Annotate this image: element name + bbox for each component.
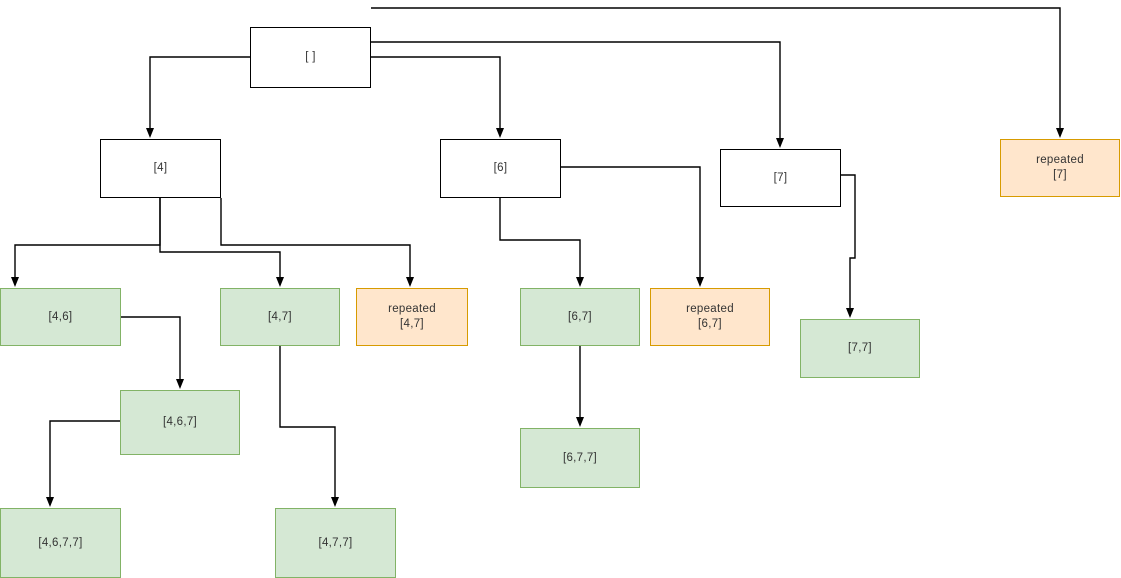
node-rep7[interactable]: repeated [7] (1000, 139, 1120, 197)
edge-n6-to-rep67 (561, 166, 704, 287)
edge-n6-to-n67 (499, 198, 584, 287)
node-n7[interactable]: [7] (720, 149, 841, 207)
node-label-rep7: repeated [7] (1036, 154, 1084, 181)
node-n467[interactable]: [4,6,7] (120, 390, 240, 455)
node-n4[interactable]: [4] (100, 139, 221, 198)
node-n77[interactable]: [7,7] (800, 319, 920, 378)
edge-root-to-n4 (146, 56, 250, 138)
node-label-n67: [6,7] (568, 310, 592, 323)
edge-root-to-rep7 (371, 7, 1064, 138)
node-n677[interactable]: [6,7,7] (520, 428, 640, 488)
node-rep47[interactable]: repeated [4,7] (356, 288, 468, 346)
edge-n47-to-n477 (279, 346, 339, 507)
node-n6[interactable]: [6] (440, 139, 561, 198)
node-n477[interactable]: [4,7,7] (275, 508, 396, 578)
node-label-n46: [4,6] (48, 310, 73, 323)
node-label-n477: [4,7,7] (318, 536, 353, 549)
node-label-n6: [6] (493, 162, 508, 174)
node-label-root: [ ] (305, 51, 316, 63)
node-label-n677: [6,7,7] (562, 451, 598, 464)
edge-n4-to-rep47 (220, 198, 414, 287)
edge-root-to-n7 (371, 41, 784, 148)
edge-n7-to-n77 (841, 174, 856, 318)
node-n4677[interactable]: [4,6,7,7] (0, 508, 121, 578)
node-label-n4: [4] (153, 162, 168, 174)
node-label-rep47: repeated [4,7] (388, 303, 436, 330)
edge-n4-to-n46 (11, 198, 161, 287)
node-rep67[interactable]: repeated [6,7] (650, 288, 770, 346)
node-n47[interactable]: [4,7] (220, 288, 340, 346)
edge-root-to-n6 (371, 56, 504, 138)
edge-n4-to-n47 (159, 198, 284, 287)
edge-n467-to-n4677 (46, 420, 120, 507)
node-root[interactable]: [ ] (250, 27, 371, 88)
node-label-n4677: [4,6,7,7] (38, 536, 83, 549)
node-n67[interactable]: [6,7] (520, 288, 640, 346)
node-label-n47: [4,7] (268, 310, 292, 323)
node-n46[interactable]: [4,6] (0, 288, 121, 346)
node-label-rep67: repeated [6,7] (686, 303, 734, 330)
node-label-n467: [4,6,7] (162, 416, 198, 428)
edge-n46-to-n467 (121, 316, 184, 389)
node-label-n7: [7] (773, 171, 788, 184)
node-label-n77: [7,7] (848, 342, 872, 354)
